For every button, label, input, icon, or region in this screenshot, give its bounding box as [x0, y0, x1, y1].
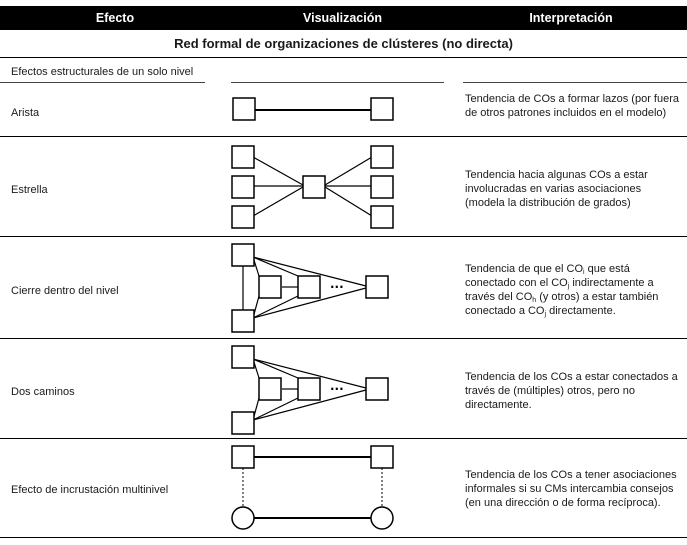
- interpretation-text: Tendencia de COs a formar lazos (por fue…: [465, 93, 679, 119]
- section-divider: [0, 57, 687, 58]
- row-divider: [0, 338, 687, 339]
- header-effect: Efecto: [95, 11, 135, 25]
- star-diagram: [222, 140, 400, 232]
- row-divider: [463, 82, 687, 83]
- table-bottom-border: [0, 537, 687, 538]
- interpretation-text: Tendencia hacia algunas COs a estar invo…: [465, 169, 648, 209]
- interpretation-text: Tendencia de los COs a estar conectados …: [465, 371, 678, 411]
- row-divider: [0, 82, 205, 83]
- subsection-label: Efectos estructurales de un solo nivel: [11, 66, 194, 78]
- section-title: Red formal de organizaciones de clústere…: [174, 36, 513, 51]
- row-divider: [0, 236, 687, 237]
- interpretation-text: Tendencia de que el COi que está conecta…: [465, 263, 659, 318]
- effect-label: Arista: [11, 107, 40, 119]
- header-visualization: Visualización: [303, 11, 382, 25]
- table-header: Efecto Visualización Interpretación: [0, 6, 687, 30]
- ellipsis: ···: [330, 280, 344, 294]
- multilevel-embedding-diagram: [222, 442, 400, 534]
- row-divider: [231, 82, 444, 83]
- two-path-diagram: ···: [222, 342, 400, 436]
- interpretation-text: Tendencia de los COs a tener asociacione…: [465, 469, 677, 509]
- effect-label: Cierre dentro del nivel: [11, 285, 119, 297]
- effect-label: Estrella: [11, 184, 48, 196]
- header-interpretation: Interpretación: [529, 11, 613, 25]
- edge-diagram: [222, 94, 400, 128]
- effect-label: Dos caminos: [11, 386, 75, 398]
- ellipsis: ···: [330, 382, 344, 396]
- row-divider: [0, 438, 687, 439]
- row-divider: [0, 136, 687, 137]
- closure-diagram: ···: [222, 240, 400, 334]
- effect-label: Efecto de incrustación multinivel: [11, 484, 169, 496]
